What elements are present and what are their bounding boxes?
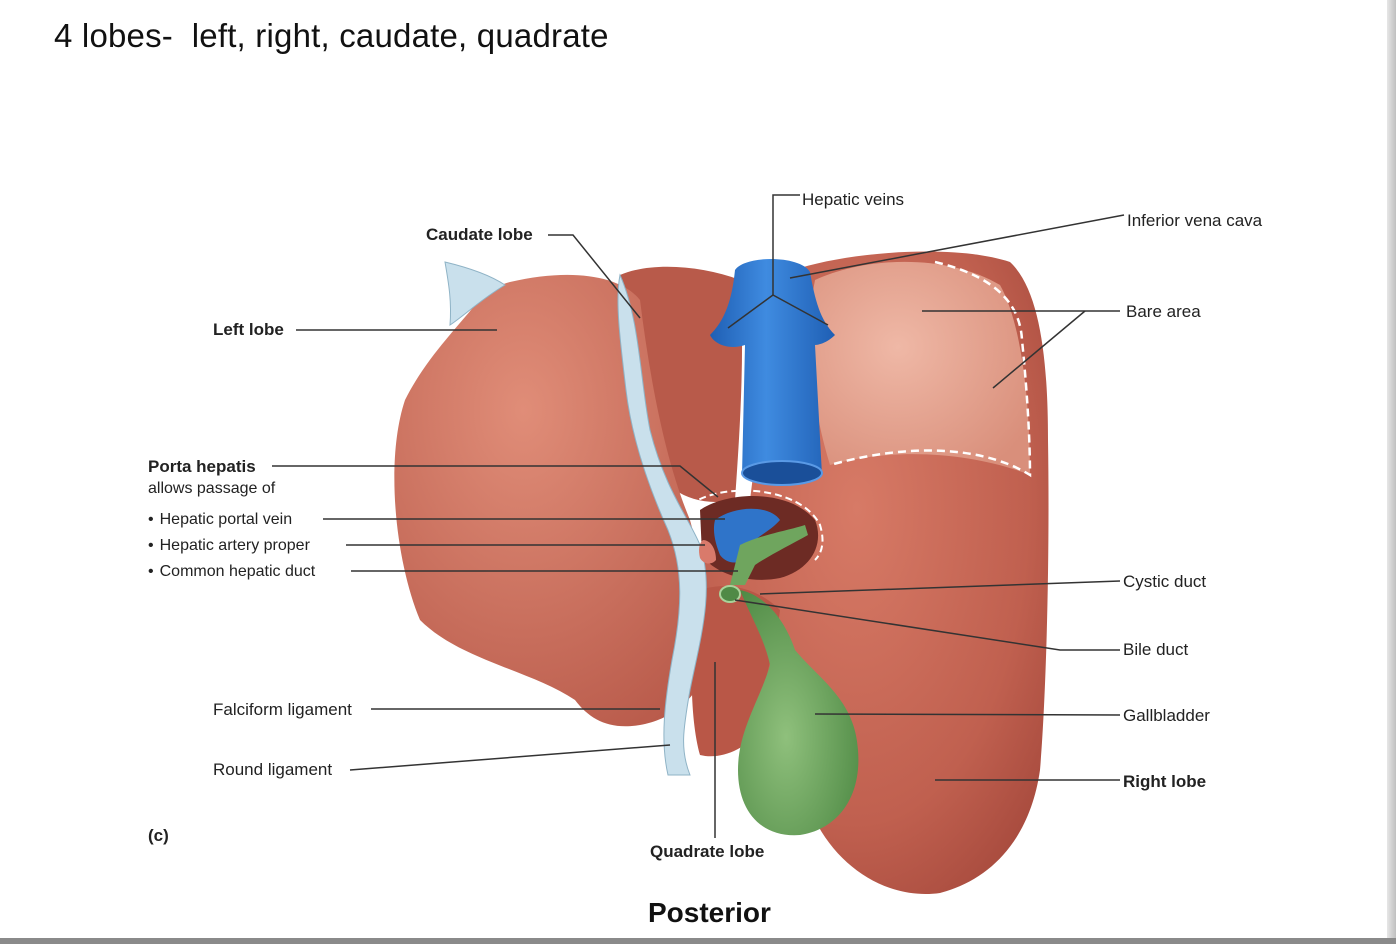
view-caption: Posterior [648,897,771,928]
window-edge-bottom [0,938,1396,944]
label-quadrate-lobe: Quadrate lobe [650,842,765,861]
hepatic-artery-shape [699,540,716,564]
inferior-vena-cava-shape [710,258,835,475]
label-hepatic-veins: Hepatic veins [802,190,905,209]
label-bare-area: Bare area [1126,302,1201,321]
bare-area-dashed-border [829,260,1032,478]
label-inferior-vena-cava: Inferior vena cava [1127,211,1263,230]
bile-duct-opening [719,585,741,603]
label-caudate-lobe: Caudate lobe [426,225,533,244]
label-panel-letter: (c) [148,826,169,845]
label-falciform-ligament: Falciform ligament [213,700,352,719]
label-common-hepatic-duct: Common hepatic duct [148,562,316,582]
porta-hepatis-dashed-outline [689,489,824,561]
label-porta-hepatis: Porta hepatis [148,457,256,476]
label-right-lobe: Right lobe [1123,772,1207,791]
gallbladder-shape [738,590,859,836]
caudate-lobe-shape [620,266,743,502]
window-edge-right [1387,0,1396,944]
label-hepatic-portal-vein: Hepatic portal vein [148,510,293,530]
bare-area-shape [810,261,1030,475]
ivc-opening [741,460,823,486]
label-bile-duct: Bile duct [1123,640,1189,659]
ligament-tip-shape [444,261,506,326]
label-cystic-duct: Cystic duct [1123,572,1207,591]
slide-title: 4 lobes- left, right, caudate, quadrate [54,17,609,54]
common-hepatic-duct-shape [730,525,808,585]
hepatic-portal-vein-shape [713,508,780,563]
label-left-lobe: Left lobe [213,320,284,339]
label-gallbladder: Gallbladder [1123,706,1210,725]
label-round-ligament: Round ligament [213,760,333,779]
label-porta-hepatis-subtitle: allows passage of [148,480,276,497]
label-hepatic-artery-proper: Hepatic artery proper [148,536,310,556]
leader-lines [272,194,1125,838]
